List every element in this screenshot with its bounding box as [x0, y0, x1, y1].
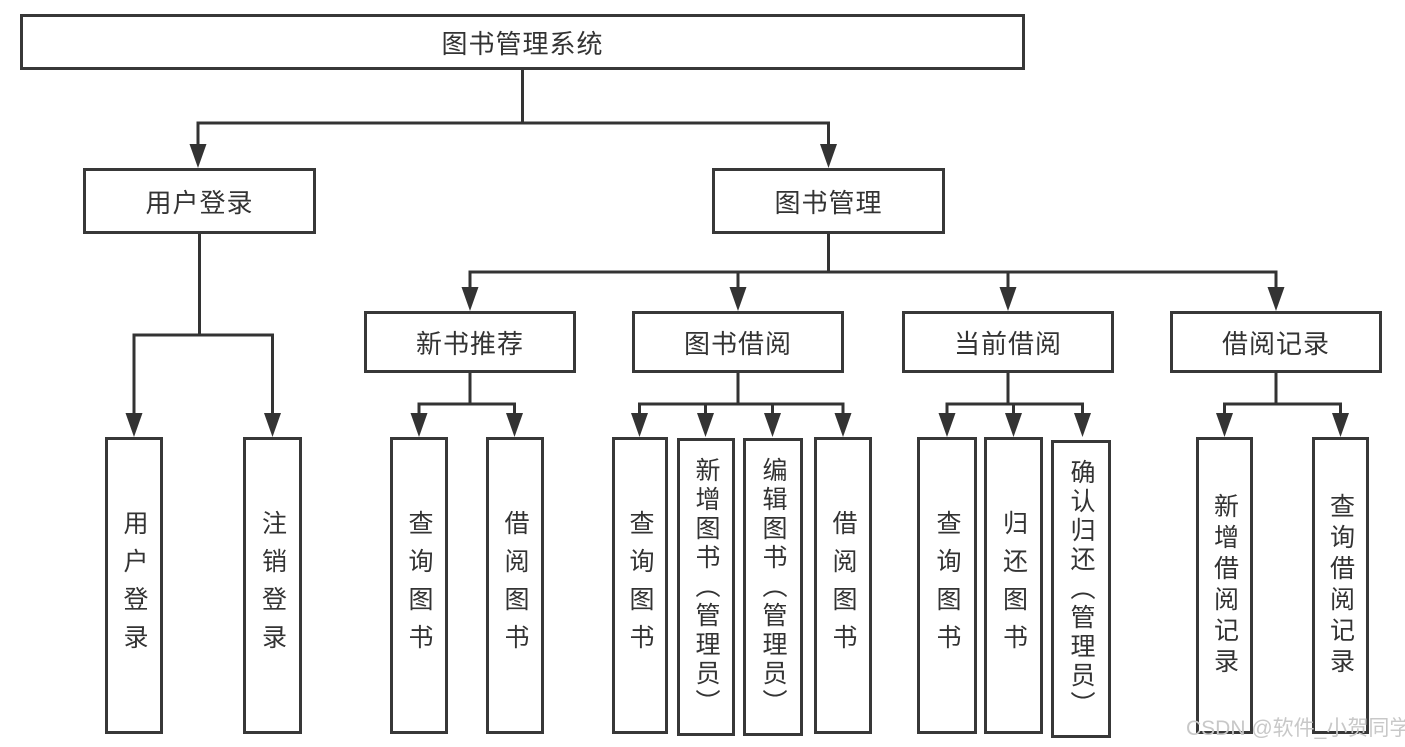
- leaf-current-query-books-label: 查询图书: [933, 509, 961, 662]
- node-book-management-label: 图书管理: [774, 187, 883, 218]
- node-user-login-label: 用户登录: [145, 187, 254, 218]
- leaf-user-login: 用户登录: [105, 437, 163, 734]
- watermark-text: CSDN @软件_小贺同学: [1186, 717, 1405, 740]
- leaf-recommend-query-books-label: 查询图书: [405, 509, 433, 662]
- node-current-borrowing-label: 当前借阅: [953, 328, 1062, 359]
- node-borrowing-records: 借阅记录: [1170, 311, 1382, 373]
- node-root: 图书管理系统: [20, 14, 1025, 70]
- node-new-book-recommend-label: 新书推荐: [415, 328, 524, 359]
- node-book-borrowing-label: 图书借阅: [683, 328, 792, 359]
- node-current-borrowing: 当前借阅: [902, 311, 1114, 373]
- leaf-borrowing-query-books: 查询图书: [612, 437, 668, 734]
- leaf-recommend-query-books: 查询图书: [390, 437, 448, 734]
- leaf-logout-label: 注销登录: [258, 509, 287, 662]
- leaf-return-books-label: 归还图书: [999, 509, 1028, 662]
- leaf-current-query-books: 查询图书: [917, 437, 977, 734]
- node-book-borrowing: 图书借阅: [632, 311, 844, 373]
- leaf-borrow-books-label: 借阅图书: [829, 509, 857, 662]
- leaf-edit-books-admin: 编辑图书（管理员）: [743, 438, 803, 736]
- leaf-add-books-admin: 新增图书（管理员）: [677, 438, 735, 736]
- node-book-management: 图书管理: [712, 168, 945, 234]
- node-user-login: 用户登录: [83, 168, 316, 234]
- leaf-query-borrow-record-label: 查询借阅记录: [1326, 492, 1355, 679]
- leaf-add-borrow-record-label: 新增借阅记录: [1210, 492, 1239, 679]
- node-borrowing-records-label: 借阅记录: [1221, 328, 1330, 359]
- node-root-label: 图书管理系统: [441, 28, 604, 59]
- leaf-logout: 注销登录: [243, 437, 302, 734]
- leaf-recommend-borrow-books-label: 借阅图书: [501, 509, 529, 662]
- leaf-query-borrow-record: 查询借阅记录: [1312, 437, 1369, 734]
- node-new-book-recommend: 新书推荐: [364, 311, 576, 373]
- leaf-confirm-return-admin: 确认归还（管理员）: [1051, 440, 1111, 738]
- leaf-recommend-borrow-books: 借阅图书: [486, 437, 544, 734]
- leaf-return-books: 归还图书: [984, 437, 1043, 734]
- leaf-add-borrow-record: 新增借阅记录: [1196, 437, 1253, 734]
- leaf-add-books-admin-label: 新增图书（管理员）: [692, 456, 720, 718]
- leaf-borrowing-query-books-label: 查询图书: [626, 509, 654, 662]
- leaf-borrow-books: 借阅图书: [814, 437, 872, 734]
- leaf-edit-books-admin-label: 编辑图书（管理员）: [759, 456, 787, 718]
- leaf-user-login-label: 用户登录: [120, 509, 148, 662]
- leaf-confirm-return-admin-label: 确认归还（管理员）: [1067, 458, 1095, 720]
